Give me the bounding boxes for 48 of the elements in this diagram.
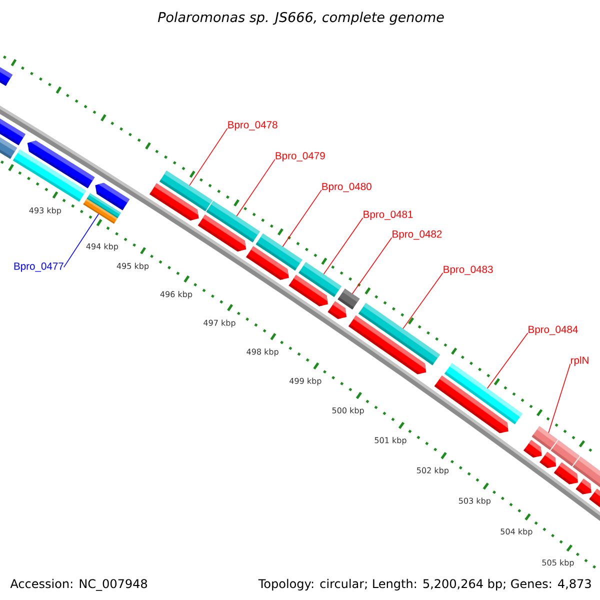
scale-label: 496 kbp	[160, 291, 192, 299]
gene-bar	[358, 302, 440, 366]
gene-bar	[0, 137, 18, 159]
leader-line	[236, 158, 276, 217]
leader-line	[323, 218, 364, 275]
leader-line	[548, 363, 571, 434]
scale-label: 494 kbp	[86, 243, 118, 251]
gene-label: rplN	[571, 356, 588, 366]
gene-bar	[338, 288, 360, 310]
leader-line	[282, 190, 322, 248]
scale-label: 499 kbp	[290, 378, 322, 386]
gene-label: Bpro_0479	[276, 152, 325, 162]
gene-bar	[206, 200, 260, 242]
scale-label: 503 kbp	[458, 498, 491, 506]
gene-bar	[0, 67, 13, 86]
gene-label: Bpro_0482	[392, 230, 442, 240]
scale-label: 495 kbp	[116, 262, 149, 271]
scale-label: 505 kbp	[542, 559, 574, 568]
gene-bar	[550, 440, 580, 466]
gene-bar	[444, 363, 522, 424]
scale-label: 497 kbp	[204, 320, 236, 328]
gene-bar	[572, 456, 600, 488]
leader-line	[64, 214, 99, 268]
leader-line	[402, 272, 444, 330]
gene-label: Bpro_0481	[364, 210, 413, 220]
scale-label: 493 kbp	[29, 207, 62, 215]
gene-bar	[532, 426, 558, 450]
title: Polaromonas sp. JS666, complete genome	[158, 12, 444, 25]
gene-label: Bpro_0484	[528, 326, 578, 336]
gene-bar	[83, 198, 118, 224]
leader-line	[486, 332, 528, 389]
footer-text: Accession: NC_007948	[10, 578, 148, 591]
scale-label: 500 kbp	[332, 407, 364, 415]
gene-label: Bpro_0478	[228, 121, 278, 130]
gene-bar	[298, 262, 342, 298]
gene-label: Bpro_0483	[444, 266, 493, 276]
scale-label: 498 kbp	[246, 348, 278, 356]
gene-bar	[256, 234, 302, 271]
leader-line	[352, 237, 392, 294]
scale-label: 502 kbp	[417, 467, 449, 475]
scale-label: 501 kbp	[374, 437, 406, 445]
footer-text: Topology: circular; Length: 5,200,264 bp; Genes: 4,873	[258, 578, 591, 590]
gene-label: Bpro_0477	[14, 262, 64, 272]
gene-bar	[12, 149, 86, 202]
scale-label: 504 kbp	[500, 528, 532, 536]
leader-line	[189, 128, 228, 186]
gene-label: Bpro_0480	[322, 182, 372, 192]
gene-bar	[160, 170, 212, 212]
